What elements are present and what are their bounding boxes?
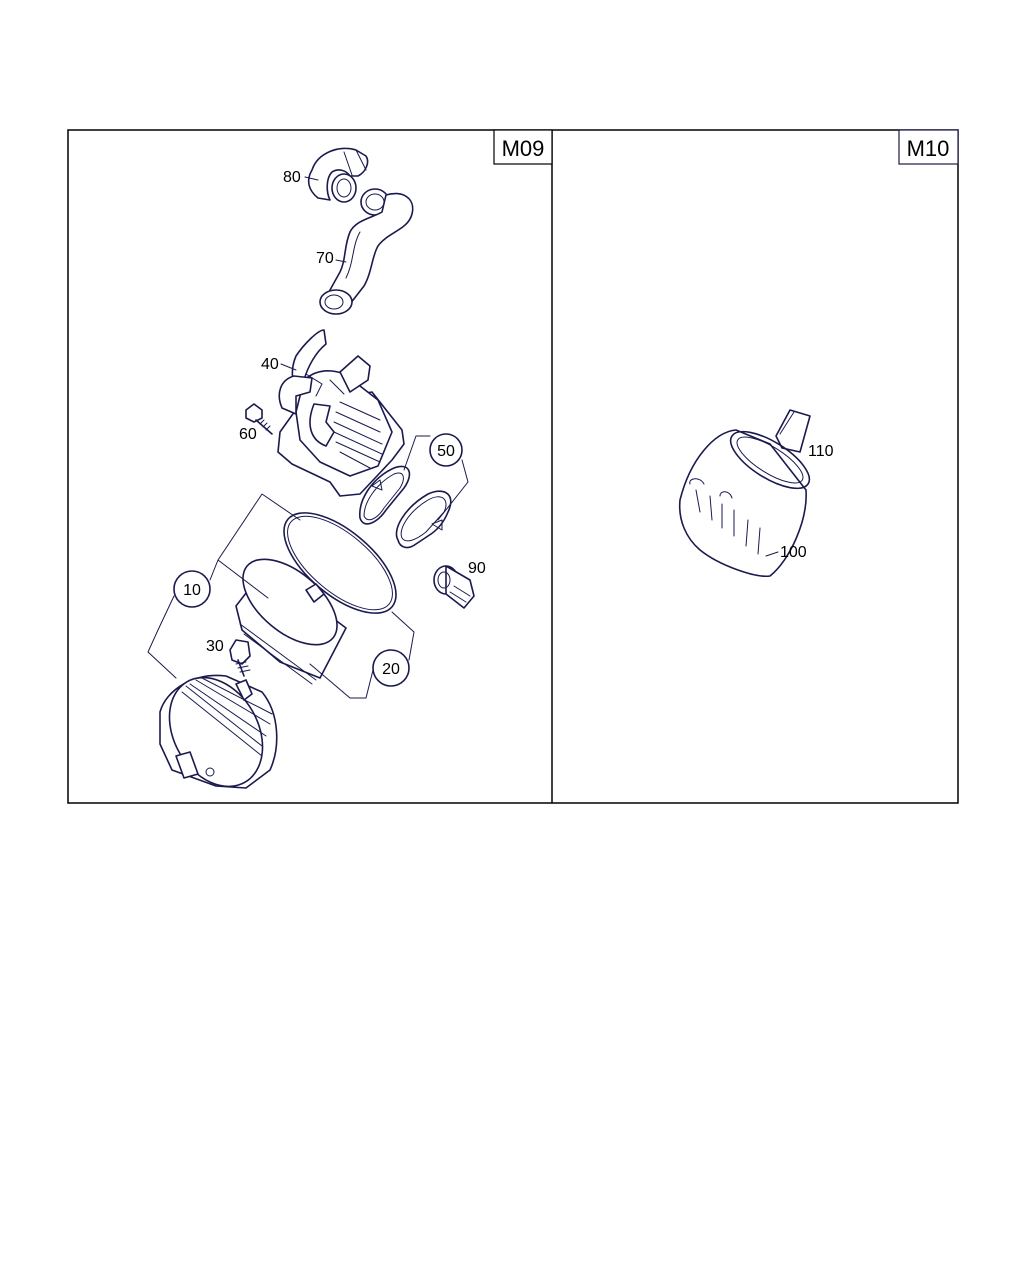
callout-80: 80	[283, 169, 301, 186]
part-70-hose	[319, 188, 414, 315]
part-90-plug	[433, 565, 475, 609]
part-60-bolt	[245, 403, 273, 435]
callout-90: 90	[468, 560, 486, 577]
callout-110: 110	[808, 443, 834, 460]
section-m09-text: M09	[502, 136, 545, 161]
callout-10-circle	[173, 570, 211, 608]
part-10-filter-housing	[159, 674, 278, 789]
callout-100: 100	[780, 544, 807, 561]
callout-10: 10	[183, 582, 201, 599]
callout-50: 50	[437, 443, 455, 460]
part-80-elbow-hose	[307, 147, 369, 203]
part-30-drain-plug	[229, 639, 251, 677]
callout-30: 30	[206, 638, 224, 655]
section-m10-text: M10	[907, 136, 950, 161]
callout-20-circle	[372, 649, 410, 687]
callout-70: 70	[316, 250, 334, 267]
part-40-oil-cooler	[277, 329, 405, 497]
section-label-m09: M09	[493, 129, 553, 165]
callout-60: 60	[239, 426, 257, 443]
callout-40: 40	[261, 356, 279, 373]
callout-20: 20	[382, 661, 400, 678]
part-50-gaskets	[359, 433, 469, 549]
part-20-filter-element	[235, 512, 397, 685]
part-100-oil-filter	[678, 429, 811, 577]
section-label-m10: M10	[898, 129, 959, 165]
